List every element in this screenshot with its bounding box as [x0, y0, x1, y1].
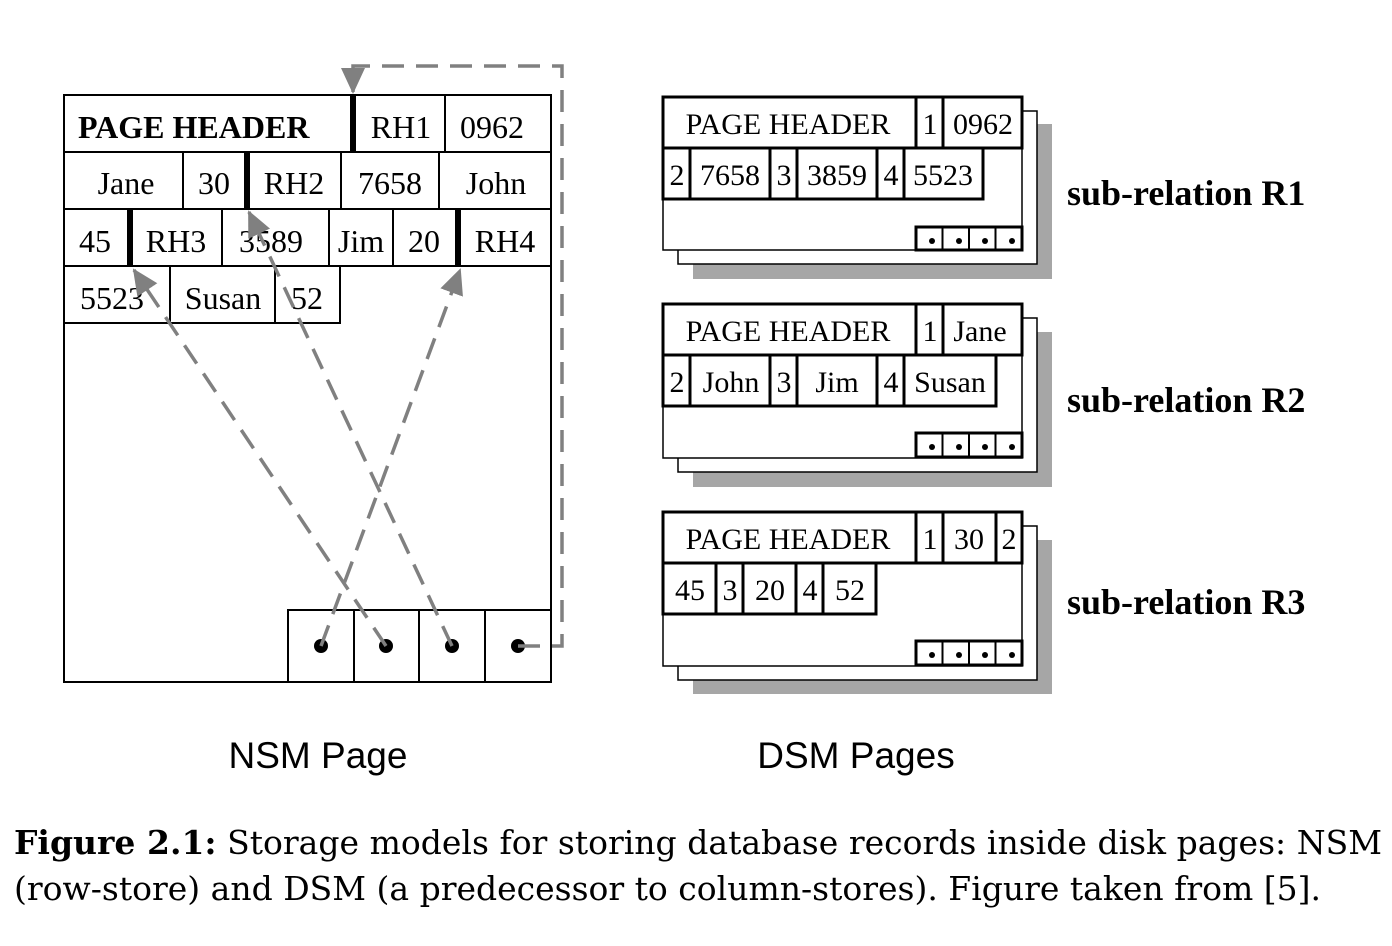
- dsm-cell: 4: [884, 159, 899, 192]
- nsm-page: PAGE HEADER RH1 0962 Jane 30 RH2 7658 Jo…: [63, 64, 564, 776]
- dsm-cell: 5523: [913, 159, 973, 192]
- nsm-cell: John: [466, 165, 526, 201]
- nsm-cell: 0962: [460, 109, 524, 145]
- dsm-cell: 4: [803, 574, 818, 607]
- dsm-cell: 2: [670, 366, 685, 399]
- nsm-cell: 20: [408, 223, 440, 259]
- dsm-page-r1: PAGE HEADER 1 0962 2 7658 3 3859 4 5523: [661, 95, 1305, 279]
- sub-relation-label: sub-relation R1: [1067, 173, 1305, 213]
- nsm-page-frame: [63, 94, 552, 683]
- dsm-cell: Jim: [815, 366, 858, 399]
- nsm-cell: Jim: [338, 223, 384, 259]
- nsm-cell: Susan: [185, 280, 261, 316]
- dsm-cell: 3: [723, 574, 738, 607]
- nsm-cell: Jane: [98, 165, 155, 201]
- dsm-page-header: PAGE HEADER: [686, 108, 891, 141]
- dsm-cell: 45: [675, 574, 705, 607]
- dsm-cell: 30: [954, 523, 984, 556]
- nsm-cell: RH1: [371, 109, 431, 145]
- dsm-cell: 2: [670, 159, 685, 192]
- nsm-cell: RH4: [475, 223, 535, 259]
- nsm-cell: RH2: [264, 165, 324, 201]
- dsm-cell: 20: [755, 574, 785, 607]
- dsm-cell: 52: [835, 574, 865, 607]
- dsm-pages: PAGE HEADER 1 0962 2 7658 3 3859 4 5523: [661, 95, 1305, 776]
- dsm-cell: Susan: [914, 366, 986, 399]
- figure-caption: Figure 2.1: Storage models for storing d…: [14, 820, 1382, 912]
- dsm-cell: 4: [884, 366, 899, 399]
- dsm-cell: 2: [1002, 523, 1017, 556]
- nsm-page-title: NSM Page: [229, 735, 408, 776]
- nsm-cell: 7658: [358, 165, 422, 201]
- figure-caption-label: Figure 2.1:: [14, 823, 217, 862]
- nsm-cell: 30: [198, 165, 230, 201]
- dsm-cell: 1: [923, 315, 938, 348]
- dsm-cell: John: [703, 366, 760, 399]
- nsm-cell: 52: [291, 280, 323, 316]
- dsm-cell: 3: [777, 366, 792, 399]
- slot-arrow-record-2: [247, 210, 454, 647]
- dsm-cell: 1: [923, 523, 938, 556]
- nsm-cell: 45: [79, 223, 111, 259]
- slot-arrow-record-3: [132, 268, 388, 647]
- sub-relation-label: sub-relation R3: [1067, 582, 1305, 622]
- figure-caption-text: Storage models for storing database reco…: [14, 823, 1382, 908]
- dsm-cell: 7658: [700, 159, 760, 192]
- dsm-page-r2: PAGE HEADER 1 Jane 2 John 3 Jim 4 Susan: [661, 302, 1305, 487]
- dsm-page-r3: PAGE HEADER 1 30 2 45 3 20 4 52: [661, 510, 1305, 694]
- dsm-slot-directory: [914, 225, 1024, 252]
- dsm-pages-title: DSM Pages: [757, 735, 954, 776]
- nsm-cell: 3589: [239, 223, 303, 259]
- dsm-cell: 0962: [953, 108, 1013, 141]
- dsm-cell: 3: [777, 159, 792, 192]
- dsm-cell: Jane: [953, 315, 1006, 348]
- dsm-page-header: PAGE HEADER: [686, 523, 891, 556]
- dsm-page-header: PAGE HEADER: [686, 315, 891, 348]
- dsm-slot-directory: [914, 639, 1024, 667]
- dsm-slot-directory: [914, 431, 1024, 459]
- nsm-page-header: PAGE HEADER: [78, 109, 310, 145]
- sub-relation-label: sub-relation R2: [1067, 380, 1305, 420]
- dsm-cell: 1: [923, 108, 938, 141]
- nsm-cell: RH3: [146, 223, 206, 259]
- nsm-cell: 5523: [80, 280, 144, 316]
- dsm-cell: 3859: [807, 159, 867, 192]
- slot-arrow-record-1: [341, 64, 564, 648]
